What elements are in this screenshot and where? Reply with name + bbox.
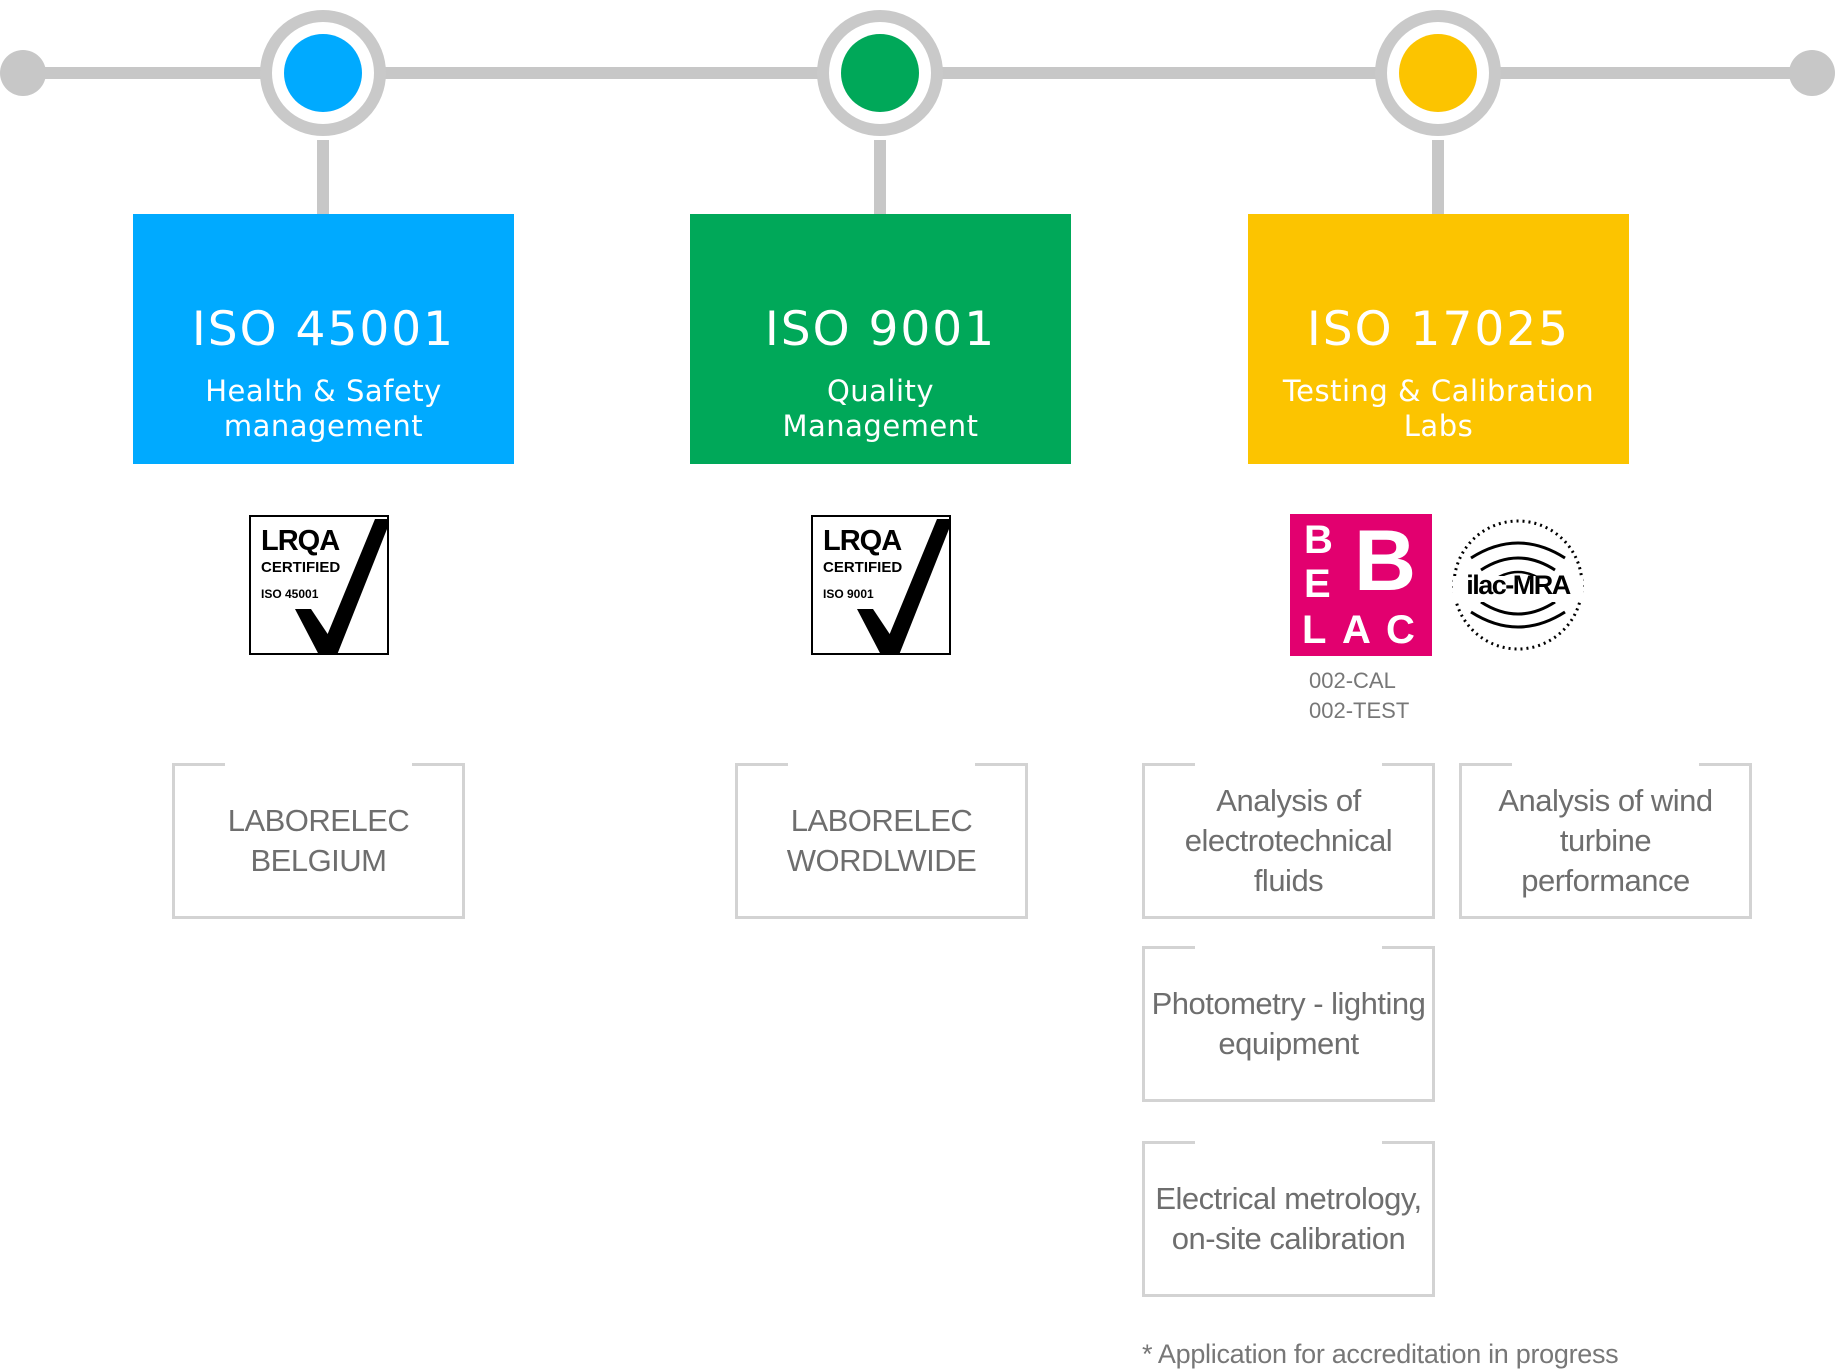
ilac-globe-icon	[1452, 519, 1584, 651]
iso-9001-card: ISO 9001 Quality Management	[690, 214, 1071, 464]
iso-45001-card: ISO 45001 Health & Safety management	[133, 214, 514, 464]
blue-dot	[284, 34, 362, 112]
connector-3	[1432, 140, 1444, 216]
card-title: ISO 17025	[1306, 302, 1571, 357]
electrical-metrology-box: Electrical metrology,on-site calibration	[1142, 1141, 1435, 1297]
card-subtitle-line2: management	[223, 409, 424, 443]
belac-big-b: B	[1354, 513, 1417, 609]
belac-logo: B E L A C E B	[1290, 514, 1432, 656]
timeline-start-point	[0, 50, 46, 96]
timeline-node-2	[817, 10, 943, 136]
lrqa-iso9001-badge: LRQA CERTIFIED ISO 9001	[811, 515, 951, 655]
certified-label: CERTIFIED	[823, 559, 903, 576]
connector-1	[317, 140, 329, 216]
ilac-mra-logo: ilac-MRA	[1451, 518, 1585, 652]
lrqa-logo: LRQA	[823, 525, 902, 557]
footnote: * Application for accreditation in progr…	[1142, 1339, 1619, 1369]
card-subtitle-line1: Testing & Calibration	[1282, 374, 1595, 408]
belac-letter: C	[1386, 608, 1415, 652]
standard-label: ISO 45001	[261, 587, 319, 601]
card-subtitle: Health & Safety management	[133, 374, 514, 444]
iso-17025-card: ISO 17025 Testing & Calibration Labs	[1248, 214, 1629, 464]
box-top-gap	[1195, 946, 1382, 949]
ilac-text: ilac-MRA	[1466, 570, 1571, 600]
belac-letter: L	[1302, 608, 1327, 652]
lrqa-logo: LRQA	[261, 525, 340, 557]
box-top-gap	[1195, 763, 1382, 766]
card-subtitle-line1: Health & Safety	[205, 374, 442, 408]
belac-letter: E	[1304, 562, 1331, 606]
card-subtitle-line2: Labs	[1403, 409, 1474, 443]
card-subtitle: Quality Management	[690, 374, 1071, 444]
card-title: ISO 9001	[764, 302, 997, 357]
check-mark-icon	[857, 519, 949, 655]
card-subtitle-line2: Management	[782, 409, 979, 443]
certified-label: CERTIFIED	[261, 559, 341, 576]
yellow-dot	[1399, 34, 1477, 112]
card-subtitle-line1: Quality	[826, 374, 935, 408]
check-mark-icon	[295, 519, 387, 655]
box-top-gap	[225, 763, 412, 766]
belac-codes: 002-CAL 002-TEST	[1309, 666, 1409, 726]
standard-label: ISO 9001	[823, 587, 874, 601]
lrqa-iso45001-badge: LRQA CERTIFIED ISO 45001	[249, 515, 389, 655]
box-top-gap	[1195, 1141, 1382, 1144]
belac-code-cal: 002-CAL	[1309, 668, 1396, 693]
belac-letter: B	[1304, 518, 1333, 562]
timeline-node-3	[1375, 10, 1501, 136]
belac-letter: A	[1342, 608, 1371, 652]
timeline-node-1	[260, 10, 386, 136]
belac-code-test: 002-TEST	[1309, 698, 1410, 723]
connector-2	[874, 140, 886, 216]
card-title: ISO 45001	[191, 302, 456, 357]
green-dot	[841, 34, 919, 112]
card-subtitle: Testing & Calibration Labs	[1248, 374, 1629, 444]
box-label: Electrical metrology,on-site calibration	[1155, 1181, 1422, 1256]
box-top-gap	[788, 763, 975, 766]
timeline-end-point	[1789, 50, 1835, 96]
box-top-gap	[1512, 763, 1699, 766]
